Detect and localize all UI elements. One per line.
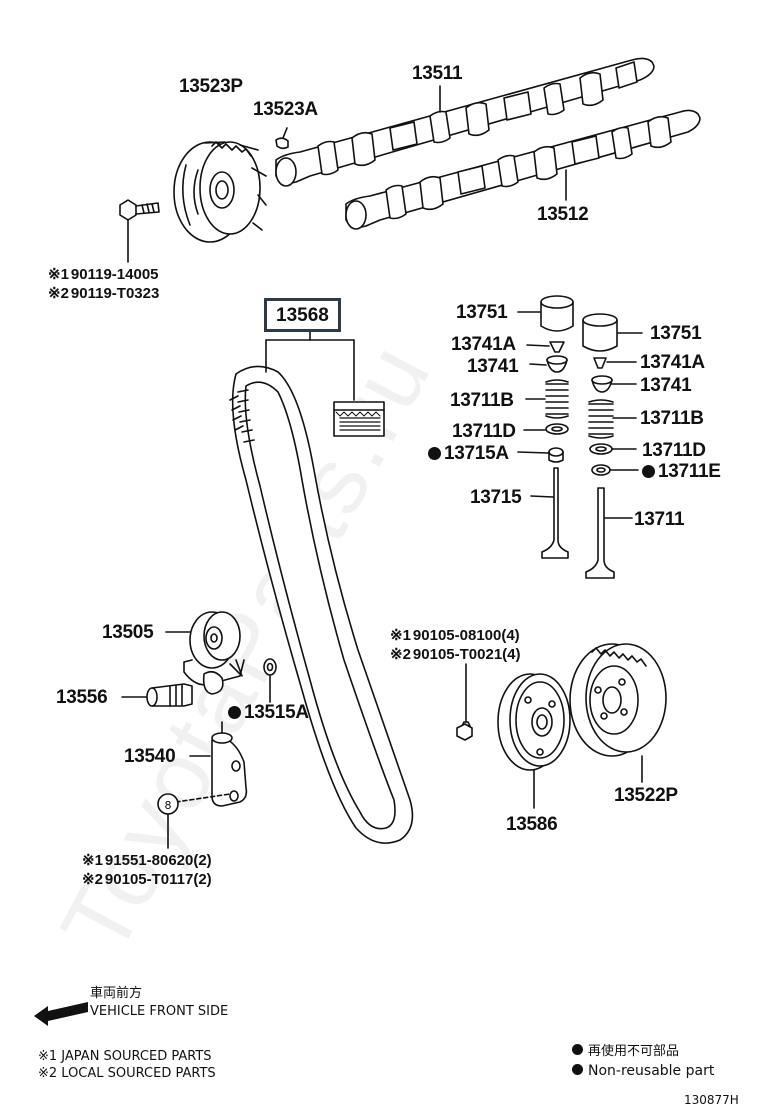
label-13711E: 13711E <box>642 462 721 481</box>
bullet-icon <box>572 1044 583 1055</box>
label-13568-boxed: 13568 <box>264 298 341 332</box>
label-13741-right: 13741 <box>640 375 692 396</box>
camshaft-13511 <box>275 57 655 187</box>
bullet-icon <box>572 1064 583 1075</box>
crank-timing-pulley-13522P <box>569 643 667 783</box>
label-13741A-left: 13741A <box>451 334 516 355</box>
label-13540: 13540 <box>124 746 176 767</box>
crank-pulley-bolt <box>456 663 473 741</box>
direction-label-jp: 車両前方 <box>90 986 143 1001</box>
label-13523P: 13523P <box>179 76 243 97</box>
svg-text:8: 8 <box>165 799 172 812</box>
timing-belt-13568 <box>229 365 414 844</box>
label-13751-right: 13751 <box>650 323 702 344</box>
label-13711: 13711 <box>634 509 685 530</box>
label-13741-left: 13741 <box>467 356 519 377</box>
camshaft-13512 <box>345 109 701 230</box>
label-13505: 13505 <box>102 622 154 643</box>
legend-local-sourced: ※2 LOCAL SOURCED PARTS <box>38 1066 216 1081</box>
pulley-bolt <box>119 199 160 263</box>
legend-nonreuse-jp: 再使用不可部品 <box>572 1044 679 1058</box>
label-13711B-right: 13711B <box>640 408 704 429</box>
vehicle-front-arrow-icon <box>34 1002 88 1026</box>
label-13522P: 13522P <box>614 785 678 806</box>
legend-nonreuse-en: Non-reusable part <box>572 1064 714 1078</box>
label-13523A: 13523A <box>253 99 318 120</box>
label-13715A: 13715A <box>428 444 509 463</box>
label-13715: 13715 <box>470 487 522 508</box>
label-13515A: 13515A <box>228 703 309 722</box>
crank-pulley-13586 <box>497 673 571 809</box>
idler-bolt-13556 <box>121 683 193 707</box>
non-reusable-dot-icon <box>428 447 441 460</box>
non-reusable-dot-icon <box>642 465 655 478</box>
label-13711B-left: 13711B <box>450 390 514 411</box>
idler-pulley-13505 <box>165 611 245 695</box>
label-13751-left: 13751 <box>456 302 508 323</box>
label-13511: 13511 <box>412 63 463 84</box>
non-reusable-dot-icon <box>228 706 241 719</box>
tensioner-13540: 8 <box>157 721 248 849</box>
label-13741A-right: 13741A <box>640 352 705 373</box>
valve-train-right <box>582 313 643 579</box>
label-13556: 13556 <box>56 687 108 708</box>
valve-train-left <box>517 295 574 559</box>
legend-japan-sourced: ※1 JAPAN SOURCED PARTS <box>38 1049 212 1064</box>
camshaft-pulley-13523P <box>173 141 267 243</box>
belt-section-sample <box>333 401 385 437</box>
label-13512: 13512 <box>537 204 589 225</box>
label-13711D-left: 13711D <box>452 421 516 442</box>
label-13711D-right: 13711D <box>642 440 706 461</box>
label-13586: 13586 <box>506 814 558 835</box>
direction-label-en: VEHICLE FRONT SIDE <box>90 1004 229 1019</box>
pulley-key-13523A <box>275 127 289 150</box>
diagram-id: 130877H <box>684 1093 739 1107</box>
washer-13515A <box>263 658 277 703</box>
